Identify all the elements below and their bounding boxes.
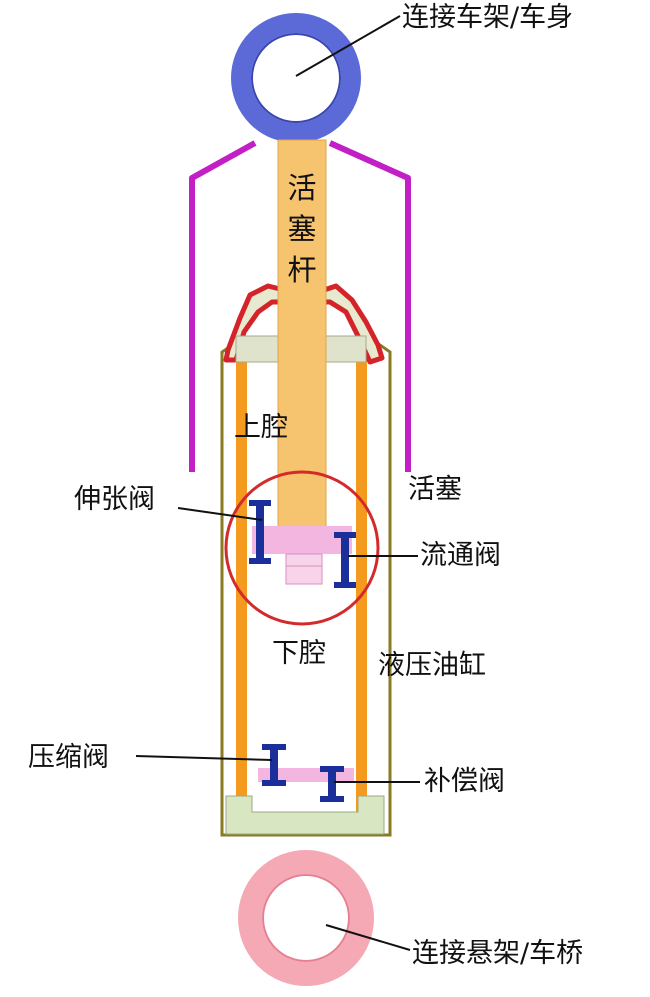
leader-rebound-valve xyxy=(177,507,263,521)
rebound-valve-label: 伸张阀 xyxy=(74,484,155,515)
piston-rod-label: 活塞杆 xyxy=(287,171,317,287)
rebound-valve-icon xyxy=(249,500,271,564)
piston-label: 活塞 xyxy=(408,474,462,505)
flow-valve-icon xyxy=(334,532,356,588)
lower-chamber-label: 下腔 xyxy=(272,638,326,669)
bottom-mount-ring xyxy=(238,850,374,986)
frame-mount-label: 连接车架/车身 xyxy=(402,2,574,33)
dust-cover xyxy=(189,140,257,472)
piston-rod xyxy=(277,139,327,529)
leader-frame-mount xyxy=(295,15,401,77)
cylinder-wall-left xyxy=(236,356,247,818)
seal-block-left xyxy=(235,335,281,363)
compression-valve-icon xyxy=(262,744,286,786)
leader-suspension-mount xyxy=(325,924,411,951)
bottom-mount-ring-inner xyxy=(262,874,350,962)
piston-plate xyxy=(252,526,352,554)
top-mount-ring-inner xyxy=(251,33,341,123)
dust-cover-right xyxy=(328,140,411,472)
hydraulic-cylinder-label: 液压油缸 xyxy=(378,650,486,681)
suspension-mount-label: 连接悬架/车桥 xyxy=(412,938,584,969)
compression-valve-label: 压缩阀 xyxy=(28,742,109,773)
base-cap xyxy=(225,795,385,835)
cylinder-wall-right xyxy=(356,356,367,818)
top-mount-ring xyxy=(231,13,361,143)
seal-block-right xyxy=(325,335,367,363)
compensation-valve-label: 补偿阀 xyxy=(424,766,505,797)
piston-highlight-circle xyxy=(224,470,380,626)
piston-nut xyxy=(285,553,323,585)
flow-valve-label: 流通阀 xyxy=(420,540,501,571)
compensation-valve-icon xyxy=(320,766,344,802)
upper-chamber-label: 上腔 xyxy=(234,412,288,443)
outer-tube xyxy=(220,336,392,837)
leader-compression-valve xyxy=(135,755,273,761)
